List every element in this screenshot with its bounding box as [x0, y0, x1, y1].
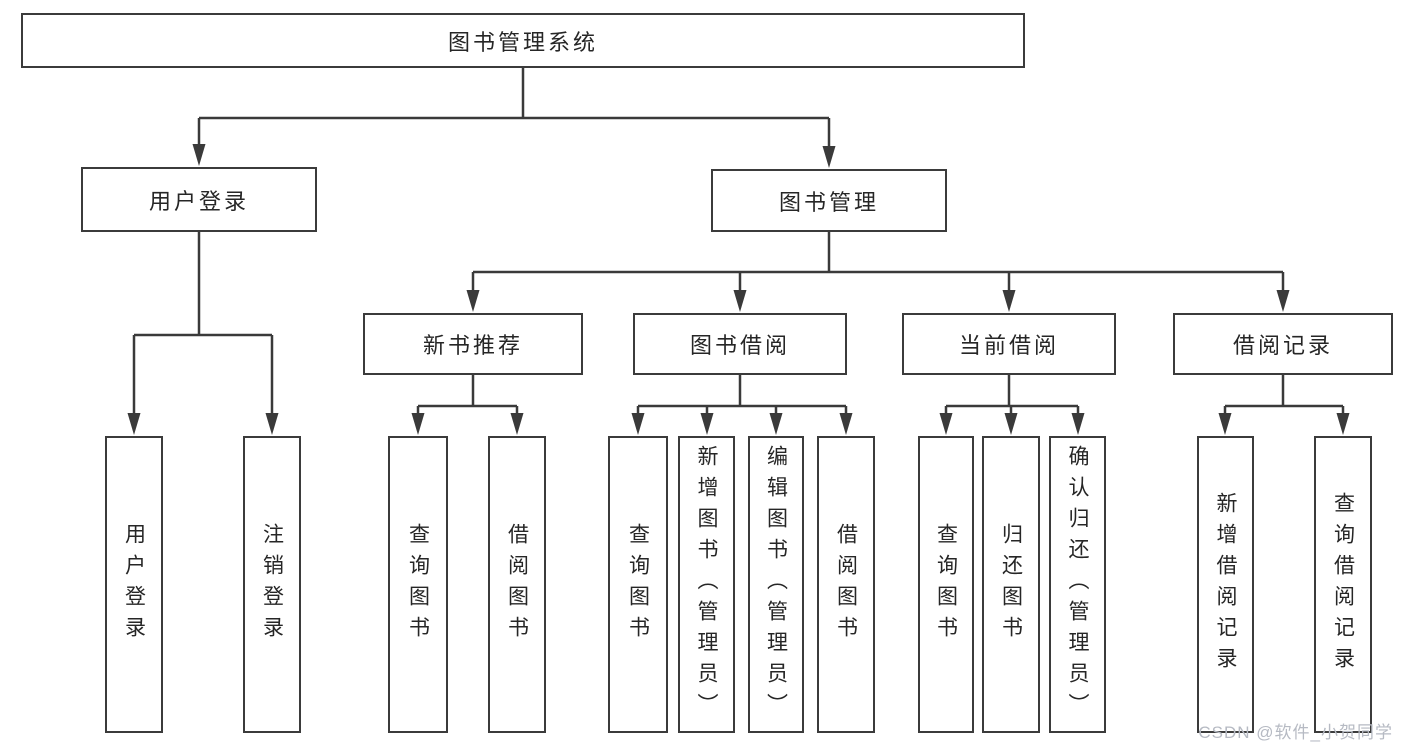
node-library-management-system: 图书管理系统: [21, 13, 1025, 68]
arrowhead: [769, 413, 783, 435]
leaf-return-books: 归还图书: [982, 436, 1040, 733]
leaf-borrow-books: 借阅图书: [817, 436, 875, 733]
node-label: 新增借阅记录: [1214, 491, 1237, 678]
arrowhead: [466, 290, 480, 312]
node-label: 查询借阅记录: [1331, 491, 1355, 678]
node-label: 用户登录: [122, 522, 146, 647]
leaf-query-borrow-record: 查询借阅记录: [1314, 436, 1372, 733]
leaf-add-books-admin: 新增图书（管理员）: [678, 436, 735, 733]
leaf-query-books-borrowing: 查询图书: [608, 436, 668, 733]
node-borrowing-records: 借阅记录: [1173, 313, 1393, 375]
connector-borrowing-to-leaves: [636, 375, 848, 416]
node-label: 注销登录: [260, 522, 284, 647]
node-current-borrowing: 当前借阅: [902, 313, 1116, 375]
node-label: 借阅图书: [834, 522, 858, 647]
arrowhead: [411, 413, 425, 435]
arrowhead: [265, 413, 279, 435]
leaf-query-books-recommend: 查询图书: [388, 436, 448, 733]
node-label: 确认归还（管理员）: [1066, 445, 1089, 724]
connector-root-to-level2: [197, 68, 831, 150]
arrowhead: [1004, 413, 1018, 435]
connector-userlogin-to-leaves: [132, 232, 274, 415]
node-label: 新增图书（管理员）: [695, 445, 718, 724]
leaf-borrow-books-recommend: 借阅图书: [488, 436, 546, 733]
node-user-login: 用户登录: [81, 167, 317, 232]
node-new-book-recommend: 新书推荐: [363, 313, 583, 375]
arrowhead: [192, 144, 206, 166]
arrowhead: [631, 413, 645, 435]
connector-bookmgmt-to-level3: [471, 232, 1285, 293]
node-label: 图书借阅: [689, 333, 790, 358]
arrowhead: [1218, 413, 1232, 435]
node-label: 图书管理系统: [447, 29, 598, 55]
node-label: 归还图书: [999, 522, 1023, 647]
arrowhead: [733, 290, 747, 312]
arrowhead: [822, 146, 836, 168]
leaf-query-books-current: 查询图书: [918, 436, 974, 733]
csdn-watermark: CSDN @软件_小贺同学: [1198, 723, 1393, 742]
node-label: 借阅图书: [505, 522, 529, 647]
arrowhead: [510, 413, 524, 435]
arrowhead: [1336, 413, 1350, 435]
arrowhead: [839, 413, 853, 435]
node-label: 查询图书: [934, 522, 958, 647]
arrowhead: [1002, 290, 1016, 312]
leaf-user-login: 用户登录: [105, 436, 163, 733]
connector-newbooks-to-leaves: [416, 375, 519, 416]
arrowhead: [700, 413, 714, 435]
node-book-borrowing: 图书借阅: [633, 313, 847, 375]
leaf-logout: 注销登录: [243, 436, 301, 733]
arrowhead: [127, 413, 141, 435]
leaf-edit-books-admin: 编辑图书（管理员）: [748, 436, 804, 733]
node-label: 新书推荐: [422, 333, 523, 358]
leaf-add-borrow-record: 新增借阅记录: [1197, 436, 1254, 733]
node-label: 查询图书: [626, 522, 650, 647]
arrowhead: [939, 413, 953, 435]
node-label: 图书管理: [778, 189, 879, 215]
arrowhead: [1276, 290, 1290, 312]
node-book-management: 图书管理: [711, 169, 947, 232]
node-label: 借阅记录: [1232, 333, 1333, 358]
leaf-confirm-return-admin: 确认归还（管理员）: [1049, 436, 1106, 733]
arrowhead: [1071, 413, 1085, 435]
node-label: 编辑图书（管理员）: [764, 445, 788, 724]
node-label: 用户登录: [148, 188, 249, 214]
node-label: 查询图书: [406, 522, 430, 647]
connector-records-to-leaves: [1223, 375, 1345, 416]
connector-current-to-leaves: [944, 375, 1080, 416]
node-label: 当前借阅: [958, 333, 1059, 358]
